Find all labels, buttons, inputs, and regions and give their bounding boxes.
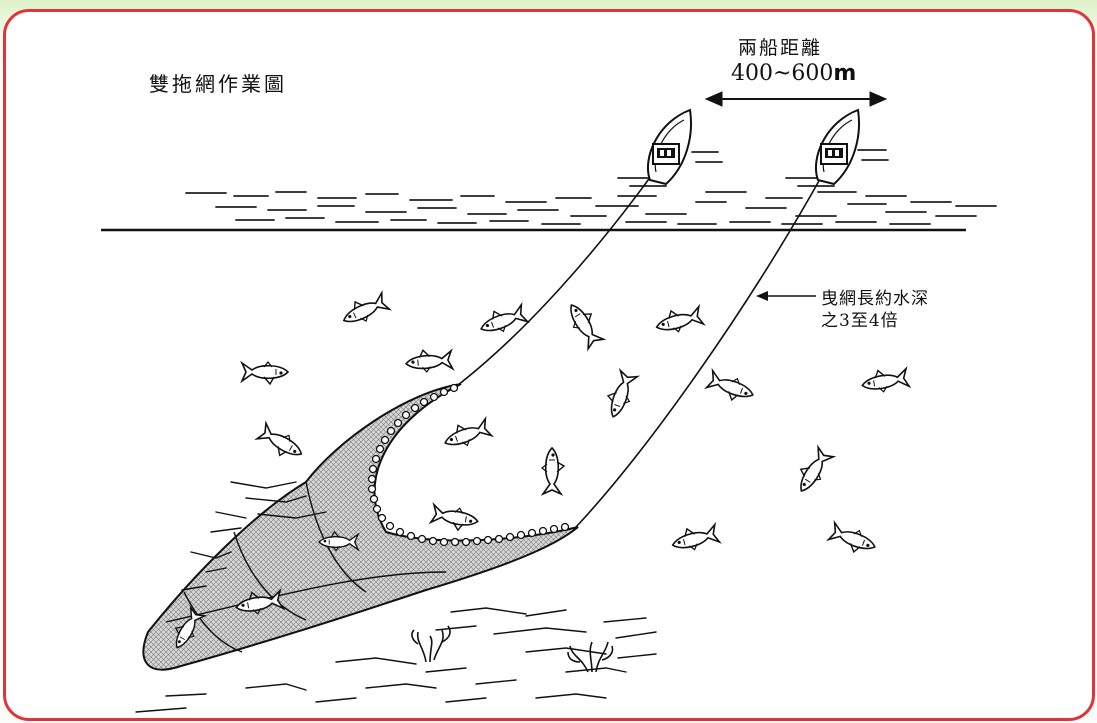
sea-floor <box>135 481 657 713</box>
fish-icon <box>704 368 758 407</box>
fish-icon <box>440 415 493 454</box>
tow-rope-right <box>575 171 825 528</box>
tow-rope-left <box>457 171 655 386</box>
fish-icon <box>241 361 289 385</box>
fish-icon <box>826 520 880 559</box>
fish-icon <box>476 301 529 340</box>
fish-icon <box>859 364 911 397</box>
fish-icon <box>338 289 391 331</box>
fish-icon <box>254 421 308 466</box>
fish-icon <box>652 302 705 338</box>
fish-icon <box>790 444 836 498</box>
seaweed-icon <box>411 625 451 663</box>
boat-icon <box>814 109 860 185</box>
diagram-frame: 雙拖網作業圖 兩船距離 400~600m 曳網長約水深 之3至4倍 <box>3 9 1095 721</box>
fish-icon <box>541 447 565 495</box>
distance-number: 400~600 <box>731 61 834 86</box>
rope-note-line1: 曳網長約水深 <box>821 289 929 309</box>
float-line <box>367 383 570 547</box>
boat-distance-label: 兩船距離 <box>738 37 823 59</box>
boat-icon <box>646 109 692 185</box>
pair-trawl-illustration <box>101 91 997 713</box>
fish-icon <box>562 297 607 351</box>
fish-icon <box>404 346 454 375</box>
distance-unit: m <box>833 61 857 86</box>
fish-icon <box>429 502 481 535</box>
double-arrow-icon <box>704 91 888 107</box>
surface-waves <box>185 149 997 225</box>
fish-icon <box>601 368 640 422</box>
rope-note-line2: 之3至4倍 <box>821 311 899 331</box>
fish-icon <box>668 520 721 556</box>
boat-distance-value: 400~600m <box>731 61 856 86</box>
trawl-net <box>142 383 579 671</box>
diagram-title: 雙拖網作業圖 <box>149 72 287 96</box>
seaweed-icon <box>567 641 614 673</box>
